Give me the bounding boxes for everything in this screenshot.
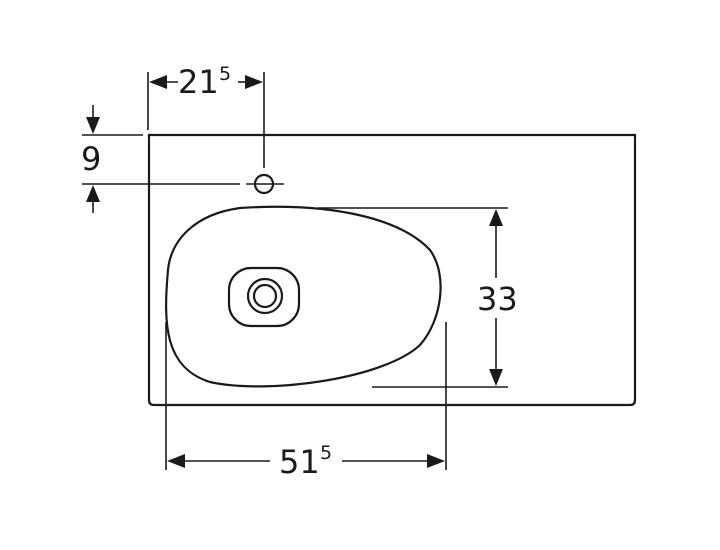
- dimension-value-basin-width: 51: [279, 443, 320, 481]
- countertop-outline: [147, 133, 637, 407]
- dimension-label-tap-offset: 9: [81, 140, 101, 178]
- arrowhead-offset-upper: [86, 117, 100, 134]
- dimension-superscript-top-width: 5: [219, 63, 231, 85]
- arrowhead-offset-lower: [86, 185, 100, 202]
- arrowhead-width-left: [167, 454, 185, 468]
- dimension-label-basin-width: 51: [279, 443, 320, 481]
- drain-surround: [227, 266, 301, 328]
- arrowhead-depth-lower: [489, 369, 503, 386]
- arrowhead-width-right: [427, 454, 445, 468]
- arrowhead-depth-upper: [489, 209, 503, 226]
- drain-inner-ring: [252, 283, 278, 309]
- dimension-value-top-width: 21: [178, 63, 219, 101]
- basin-outline: [164, 205, 442, 388]
- dimension-superscript-basin-width: 5: [320, 442, 332, 464]
- drain-outer-ring: [246, 277, 284, 315]
- arrowhead-top-left: [149, 75, 167, 89]
- dimension-label-basin-depth: 33: [477, 280, 518, 318]
- arrowhead-top-right: [245, 75, 263, 89]
- dimension-label-top-width: 21: [178, 63, 219, 101]
